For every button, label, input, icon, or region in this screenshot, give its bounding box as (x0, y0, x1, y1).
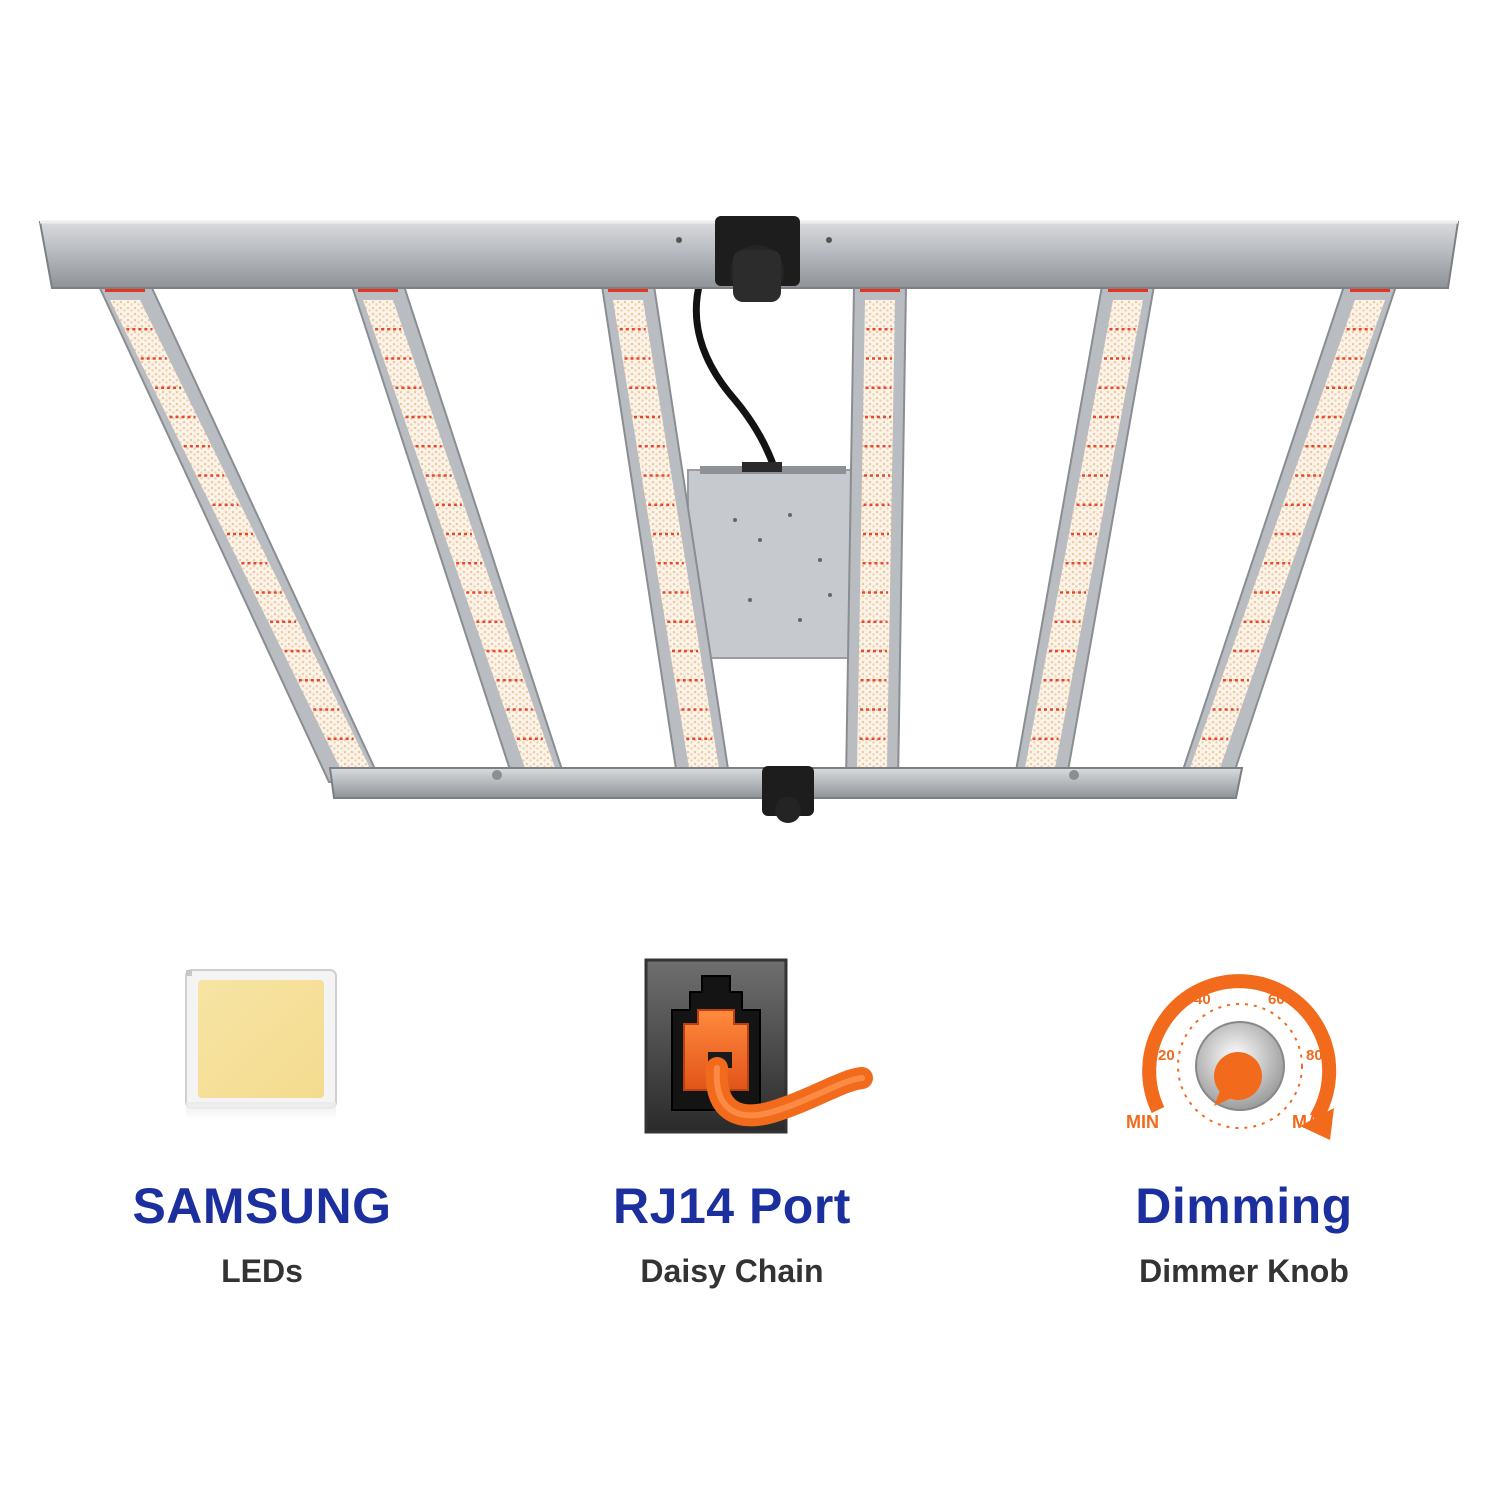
dial-min-label: MIN (1126, 1112, 1159, 1132)
dial-tick-label: 80 (1306, 1047, 1323, 1064)
dial-tick-label: 60 (1268, 991, 1285, 1008)
feature-subtitle: Dimmer Knob (1139, 1253, 1349, 1289)
feature-subtitle: LEDs (221, 1253, 303, 1289)
feature-dimming: 20 40 60 80 MIN MAX Dimming Dimmer Knob (1034, 940, 1454, 1320)
rj14-port-icon (522, 940, 942, 1140)
feature-rj14-port: RJ14 Port Daisy Chain (522, 940, 942, 1320)
grow-light-fixture-image (38, 216, 1460, 823)
dial-max-label: MAX (1292, 1112, 1332, 1132)
light-bar (1012, 282, 1156, 790)
led-chip-icon (52, 940, 472, 1140)
feature-title: Dimming (1135, 1178, 1353, 1234)
feature-title: RJ14 Port (613, 1178, 851, 1234)
light-bar (97, 282, 383, 790)
dial-tick-label: 20 (1158, 1047, 1175, 1064)
light-bar (350, 282, 568, 790)
feature-samsung-leds: SAMSUNG LEDs (52, 940, 472, 1320)
dimmer-knob-icon: 20 40 60 80 MIN MAX (1034, 940, 1454, 1152)
dial-tick-label: 40 (1194, 991, 1211, 1008)
bottom-rail (328, 766, 1244, 823)
light-bar (1177, 282, 1398, 790)
light-bar (844, 282, 908, 790)
feature-subtitle: Daisy Chain (640, 1253, 824, 1289)
top-rail (38, 216, 1460, 302)
driver-box (687, 462, 859, 659)
power-cable (692, 281, 779, 472)
feature-title: SAMSUNG (132, 1178, 392, 1234)
